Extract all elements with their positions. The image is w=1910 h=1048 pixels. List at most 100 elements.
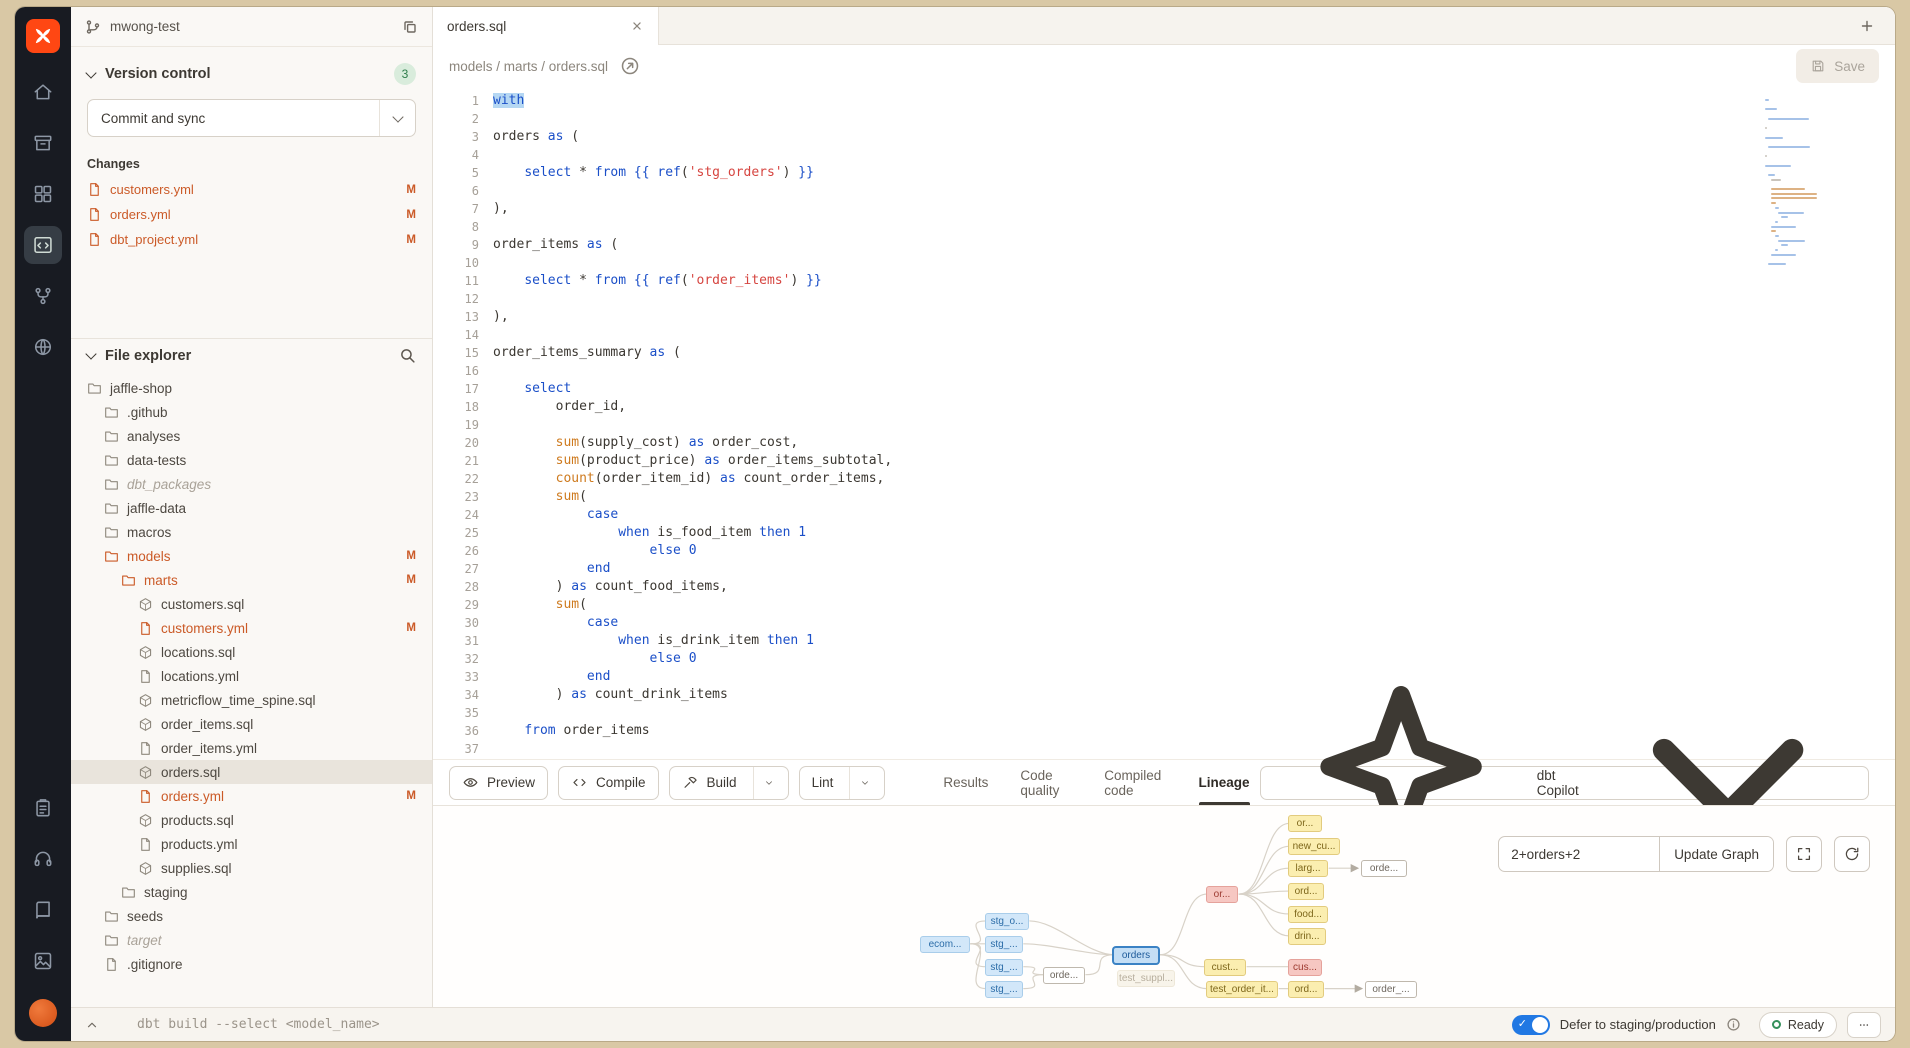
version-control-section: Version control 3 Commit and sync Change… xyxy=(71,47,432,339)
tree-item-dbt_packages[interactable]: dbt_packages xyxy=(71,472,432,496)
tree-item-locations.yml[interactable]: locations.yml xyxy=(71,664,432,688)
apps-grid-icon[interactable] xyxy=(24,175,62,213)
new-tab-plus-icon[interactable] xyxy=(1853,12,1881,40)
lineage-node-ghost[interactable]: test_suppl... xyxy=(1117,970,1175,987)
compile-button[interactable]: Compile xyxy=(558,765,659,800)
tree-item-data-tests[interactable]: data-tests xyxy=(71,448,432,472)
tree-item-metricflow_time_spine.sql[interactable]: metricflow_time_spine.sql xyxy=(71,688,432,712)
search-icon[interactable] xyxy=(399,347,416,364)
panel-tab-results[interactable]: Results xyxy=(943,775,989,790)
tree-item-order_items.yml[interactable]: order_items.yml xyxy=(71,736,432,760)
ready-status-badge[interactable]: Ready xyxy=(1758,1011,1837,1038)
tree-item-products.yml[interactable]: products.yml xyxy=(71,832,432,856)
tree-item-staging[interactable]: staging xyxy=(71,880,432,904)
fullscreen-icon[interactable] xyxy=(1786,836,1822,872)
panel-tab-code-quality[interactable]: Code quality xyxy=(1020,767,1060,798)
minimap-line xyxy=(1765,183,1817,185)
jobs-fork-icon[interactable] xyxy=(24,277,62,315)
tree-item-customers.sql[interactable]: customers.sql xyxy=(71,592,432,616)
build-options-chevron-icon[interactable] xyxy=(762,776,776,790)
more-options-icon[interactable] xyxy=(1847,1011,1881,1038)
tree-item-locations.sql[interactable]: locations.sql xyxy=(71,640,432,664)
lineage-node-stg2[interactable]: stg_... xyxy=(985,936,1023,953)
explore-globe-icon[interactable] xyxy=(24,328,62,366)
lineage-node-ecom[interactable]: ecom... xyxy=(920,936,970,953)
dbt-copilot-button[interactable]: dbt Copilot xyxy=(1259,686,1869,848)
refresh-icon[interactable] xyxy=(1834,836,1870,872)
lineage-node-stg1[interactable]: stg_o... xyxy=(985,913,1029,930)
tree-item-target[interactable]: target xyxy=(71,928,432,952)
code-line: 13), xyxy=(433,308,1895,326)
lineage-node-testoi[interactable]: test_order_it... xyxy=(1206,981,1278,998)
open-lineage-link-icon[interactable] xyxy=(618,54,642,78)
commit-options-chevron[interactable] xyxy=(379,100,415,136)
tree-item-seeds[interactable]: seeds xyxy=(71,904,432,928)
info-icon[interactable] xyxy=(1726,1017,1741,1032)
chevron-up-icon[interactable] xyxy=(79,1014,105,1036)
lineage-node-cusP[interactable]: cus... xyxy=(1288,959,1322,976)
tree-item-.github[interactable]: .github xyxy=(71,400,432,424)
logs-image-icon[interactable] xyxy=(24,942,62,980)
lineage-node-newcu[interactable]: new_cu... xyxy=(1288,838,1340,855)
minimap-line xyxy=(1774,220,1778,223)
tree-item-orders.sql[interactable]: orders.sql xyxy=(71,760,432,784)
lineage-node-ordeL[interactable]: orde... xyxy=(1043,967,1085,984)
lineage-node-ordY1[interactable]: ord... xyxy=(1288,883,1324,900)
lineage-selector-input[interactable] xyxy=(1499,837,1660,871)
user-avatar[interactable] xyxy=(29,999,57,1027)
support-headset-icon[interactable] xyxy=(24,840,62,878)
update-graph-button[interactable]: Update Graph xyxy=(1659,837,1773,871)
lineage-controls: Update Graph xyxy=(1498,836,1870,872)
panel-tab-lineage[interactable]: Lineage xyxy=(1198,760,1250,805)
lineage-node-orPink[interactable]: or... xyxy=(1206,886,1238,903)
close-icon[interactable] xyxy=(630,19,644,33)
lint-button[interactable]: Lint xyxy=(798,765,886,800)
save-button[interactable]: Save xyxy=(1796,49,1879,83)
tasks-clipboard-icon[interactable] xyxy=(24,789,62,827)
command-input[interactable]: dbt build --select <model_name> xyxy=(137,1017,380,1032)
lineage-node-ordeR[interactable]: orde... xyxy=(1361,860,1407,877)
tree-item-supplies.sql[interactable]: supplies.sql xyxy=(71,856,432,880)
lineage-node-orders[interactable]: orders xyxy=(1113,947,1159,964)
tree-item-jaffle-data[interactable]: jaffle-data xyxy=(71,496,432,520)
tree-item-macros[interactable]: macros xyxy=(71,520,432,544)
lint-options-chevron-icon[interactable] xyxy=(858,776,872,790)
lineage-node-cust[interactable]: cust... xyxy=(1204,959,1246,976)
defer-toggle[interactable]: ✓ xyxy=(1511,1014,1550,1035)
lineage-node-food[interactable]: food... xyxy=(1288,906,1328,923)
docs-book-icon[interactable] xyxy=(24,891,62,929)
lineage-node-orderR[interactable]: order_... xyxy=(1365,981,1417,998)
tree-item-.gitignore[interactable]: .gitignore xyxy=(71,952,432,976)
warehouse-icon[interactable] xyxy=(24,124,62,162)
panel-tab-compiled-code[interactable]: Compiled code xyxy=(1104,767,1162,798)
minimap[interactable] xyxy=(1765,99,1818,272)
tree-item-jaffle-shop[interactable]: jaffle-shop xyxy=(71,376,432,400)
commit-and-sync-button[interactable]: Commit and sync xyxy=(87,99,416,137)
copy-icon[interactable] xyxy=(402,19,418,35)
tree-item-order_items.sql[interactable]: order_items.sql xyxy=(71,712,432,736)
version-control-header[interactable]: Version control 3 xyxy=(71,55,432,93)
lineage-node-larg[interactable]: larg... xyxy=(1288,860,1328,877)
home-icon[interactable] xyxy=(24,73,62,111)
lineage-node-stg3[interactable]: stg_... xyxy=(985,959,1023,976)
build-button[interactable]: Build xyxy=(668,765,789,800)
file-explorer-header[interactable]: File explorer xyxy=(71,339,432,372)
dbt-logo-icon[interactable] xyxy=(26,19,60,53)
develop-ide-icon[interactable] xyxy=(24,226,62,264)
tree-item-products.sql[interactable]: products.sql xyxy=(71,808,432,832)
preview-button[interactable]: Preview xyxy=(449,765,549,800)
lineage-node-orY[interactable]: or... xyxy=(1288,815,1322,832)
tab-orders-sql[interactable]: orders.sql xyxy=(433,7,659,45)
lineage-node-stg4[interactable]: stg_... xyxy=(985,981,1023,998)
lineage-node-drin[interactable]: drin... xyxy=(1288,928,1326,945)
tree-item-analyses[interactable]: analyses xyxy=(71,424,432,448)
lineage-node-ordY2[interactable]: ord... xyxy=(1288,981,1324,998)
